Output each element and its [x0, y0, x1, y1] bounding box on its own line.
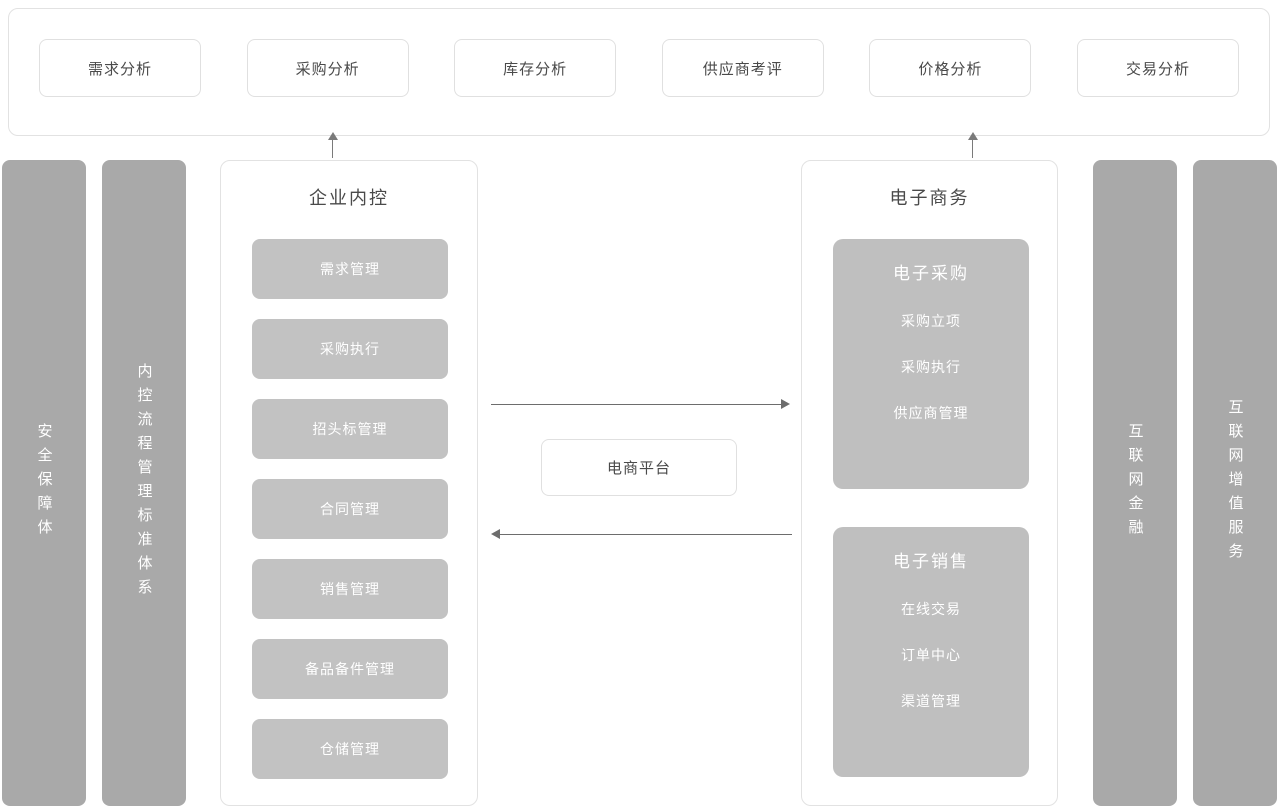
ecommerce-group-item-list: 采购立项 采购执行 供应商管理	[833, 311, 1029, 423]
analytics-card-demand[interactable]: 需求分析	[39, 39, 201, 97]
internal-control-item-spare-parts-management[interactable]: 备品备件管理	[252, 639, 448, 699]
ecommerce-item-supplier-management[interactable]: 供应商管理	[893, 405, 969, 421]
connector-ecommerce-to-analytics-line	[972, 136, 973, 158]
side-bar-label: 互联网增值服务	[1226, 399, 1244, 567]
side-bar-security-assurance[interactable]: 安全保障体	[2, 160, 86, 806]
ecommerce-group-e-sales[interactable]: 电子销售 在线交易 订单中心 渠道管理	[833, 527, 1029, 777]
ecommerce-item-online-trading[interactable]: 在线交易	[901, 601, 961, 617]
internal-control-item-purchase-execution[interactable]: 采购执行	[252, 319, 448, 379]
analytics-panel: 需求分析 采购分析 库存分析 供应商考评 价格分析 交易分析	[8, 8, 1270, 136]
connector-internal-to-analytics-line	[332, 136, 333, 158]
side-bar-internet-finance[interactable]: 互联网金融	[1093, 160, 1177, 806]
arrow-up-icon	[328, 132, 338, 140]
internal-control-item-contract-management[interactable]: 合同管理	[252, 479, 448, 539]
analytics-card-transaction[interactable]: 交易分析	[1076, 39, 1239, 97]
side-bar-internal-control-standard[interactable]: 内控流程管理标准体系	[102, 160, 186, 806]
ecommerce-platform-box[interactable]: 电商平台	[541, 439, 737, 496]
internal-control-item-list: 需求管理 采购执行 招头标管理 合同管理 销售管理 备品备件管理 仓储管理	[252, 239, 448, 779]
analytics-card-supplier-review[interactable]: 供应商考评	[661, 39, 824, 97]
arrow-up-icon	[968, 132, 978, 140]
ecommerce-group-e-procurement[interactable]: 电子采购 采购立项 采购执行 供应商管理	[833, 239, 1029, 489]
ecommerce-item-procurement-execution[interactable]: 采购执行	[901, 359, 961, 375]
ecommerce-item-channel-management[interactable]: 渠道管理	[901, 693, 961, 709]
side-bar-label: 安全保障体	[35, 423, 53, 543]
internal-control-item-sales-management[interactable]: 销售管理	[252, 559, 448, 619]
ecommerce-group-title: 电子采购	[893, 264, 969, 283]
internal-control-item-demand-management[interactable]: 需求管理	[252, 239, 448, 299]
ecommerce-panel: 电子商务 电子采购 采购立项 采购执行 供应商管理 电子销售 在线交易 订单中心…	[801, 160, 1058, 806]
ecommerce-item-procurement-initiation[interactable]: 采购立项	[901, 313, 961, 329]
arrow-left-icon	[491, 529, 500, 539]
arrow-right-icon	[781, 399, 790, 409]
ecommerce-group-title: 电子销售	[893, 552, 969, 571]
analytics-card-inventory[interactable]: 库存分析	[454, 39, 617, 97]
analytics-card-purchase[interactable]: 采购分析	[246, 39, 409, 97]
ecommerce-item-order-center[interactable]: 订单中心	[901, 647, 961, 663]
ecommerce-group-item-list: 在线交易 订单中心 渠道管理	[833, 599, 1029, 711]
internal-control-item-warehouse-management[interactable]: 仓储管理	[252, 719, 448, 779]
internal-control-panel: 企业内控 需求管理 采购执行 招头标管理 合同管理 销售管理 备品备件管理 仓储…	[220, 160, 478, 806]
connector-ecommerce-to-internal-line	[500, 534, 792, 535]
internal-control-item-bidding-management[interactable]: 招头标管理	[252, 399, 448, 459]
side-bar-internet-value-added-service[interactable]: 互联网增值服务	[1193, 160, 1277, 806]
internal-control-title: 企业内控	[309, 188, 389, 208]
analytics-card-row: 需求分析 采购分析 库存分析 供应商考评 价格分析 交易分析	[9, 39, 1269, 97]
connector-internal-to-ecommerce-line	[491, 404, 783, 405]
analytics-card-price[interactable]: 价格分析	[869, 39, 1032, 97]
side-bar-label: 内控流程管理标准体系	[135, 363, 153, 603]
ecommerce-title: 电子商务	[889, 188, 970, 208]
side-bar-label: 互联网金融	[1126, 423, 1144, 543]
